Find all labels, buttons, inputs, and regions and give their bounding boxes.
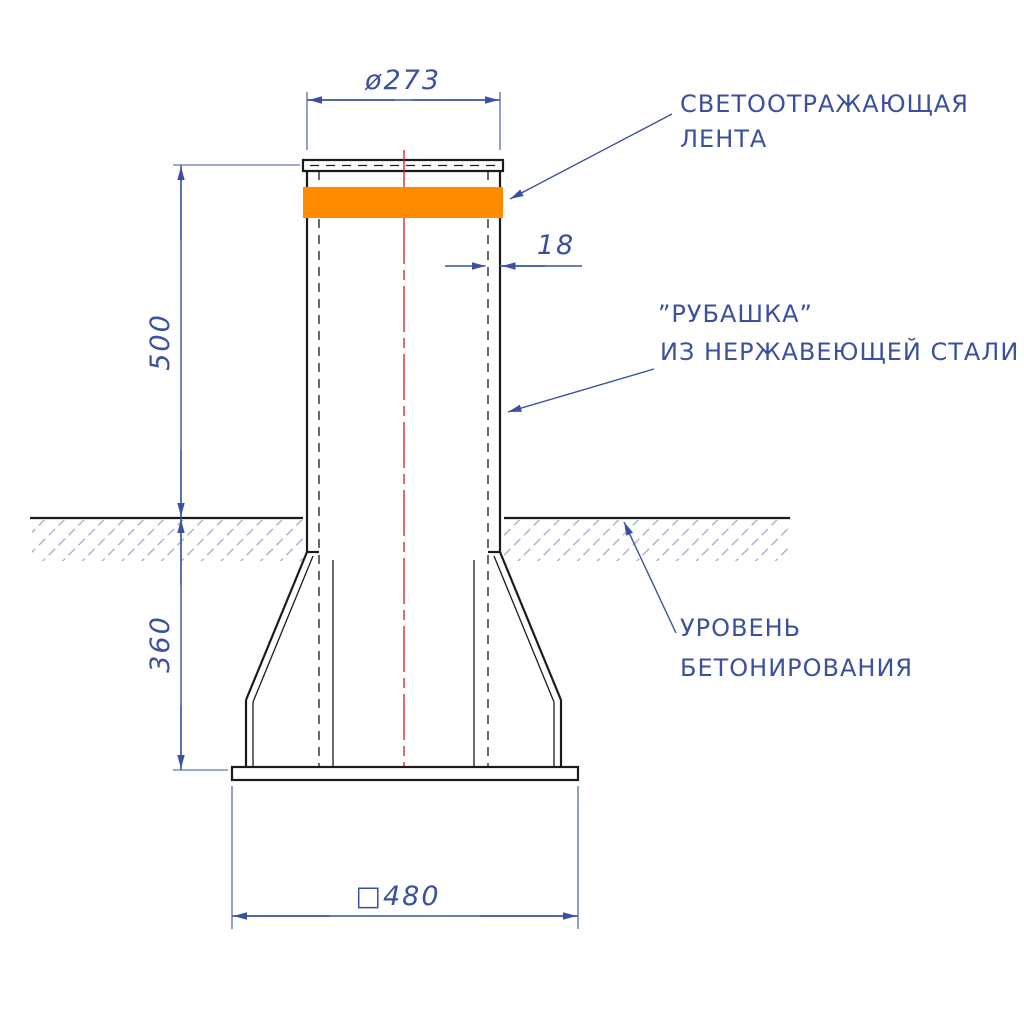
ground-hatch-left <box>32 520 303 561</box>
dimension-base: □480 <box>231 786 579 929</box>
dimension-depth-below: 360 <box>145 518 228 771</box>
callout-reflective-tape: СВЕТООТРАЖАЮЩАЯ ЛЕНТА <box>509 90 969 200</box>
label-reflective-tape-line2: ЛЕНТА <box>680 125 767 153</box>
callout-jacket: ”РУБАШКА” ИЗ НЕРЖАВЕЮЩЕЙ СТАЛИ <box>507 300 1019 413</box>
leader-concrete-level <box>623 521 677 634</box>
dimension-height-above: 500 <box>145 164 300 518</box>
flare-left-outer <box>244 551 309 701</box>
dim-diameter-value: ø273 <box>364 65 441 96</box>
foundation <box>230 551 580 782</box>
leader-jacket <box>507 368 655 413</box>
label-reflective-tape-line1: СВЕТООТРАЖАЮЩАЯ <box>680 90 969 118</box>
label-concrete-level-line1: УРОВЕНЬ <box>680 614 801 642</box>
label-jacket-line2: ИЗ НЕРЖАВЕЮЩЕЙ СТАЛИ <box>660 337 1019 366</box>
label-concrete-level-line2: БЕТОНИРОВАНИЯ <box>680 654 913 682</box>
leader-reflective-tape <box>509 113 673 200</box>
flare-right-inner <box>493 555 555 703</box>
ground-level <box>30 516 790 561</box>
base-plate <box>230 765 580 782</box>
dim-base-value: □480 <box>355 881 440 912</box>
bollard-body <box>301 150 505 779</box>
flare-right-outer <box>498 551 563 701</box>
dimension-diameter: ø273 <box>306 65 501 150</box>
dimension-thickness: 18 <box>445 230 582 270</box>
flare-left-inner <box>252 555 314 703</box>
dim-height-above-value: 500 <box>145 313 176 371</box>
ground-hatch-right <box>504 520 790 561</box>
reflective-tape-band <box>303 187 503 218</box>
dim-depth-below-value: 360 <box>145 615 176 673</box>
dim-thickness-value: 18 <box>537 230 575 261</box>
top-cap <box>301 158 505 173</box>
callout-concrete-level: УРОВЕНЬ БЕТОНИРОВАНИЯ <box>623 521 913 682</box>
label-jacket-line1: ”РУБАШКА” <box>658 300 813 328</box>
